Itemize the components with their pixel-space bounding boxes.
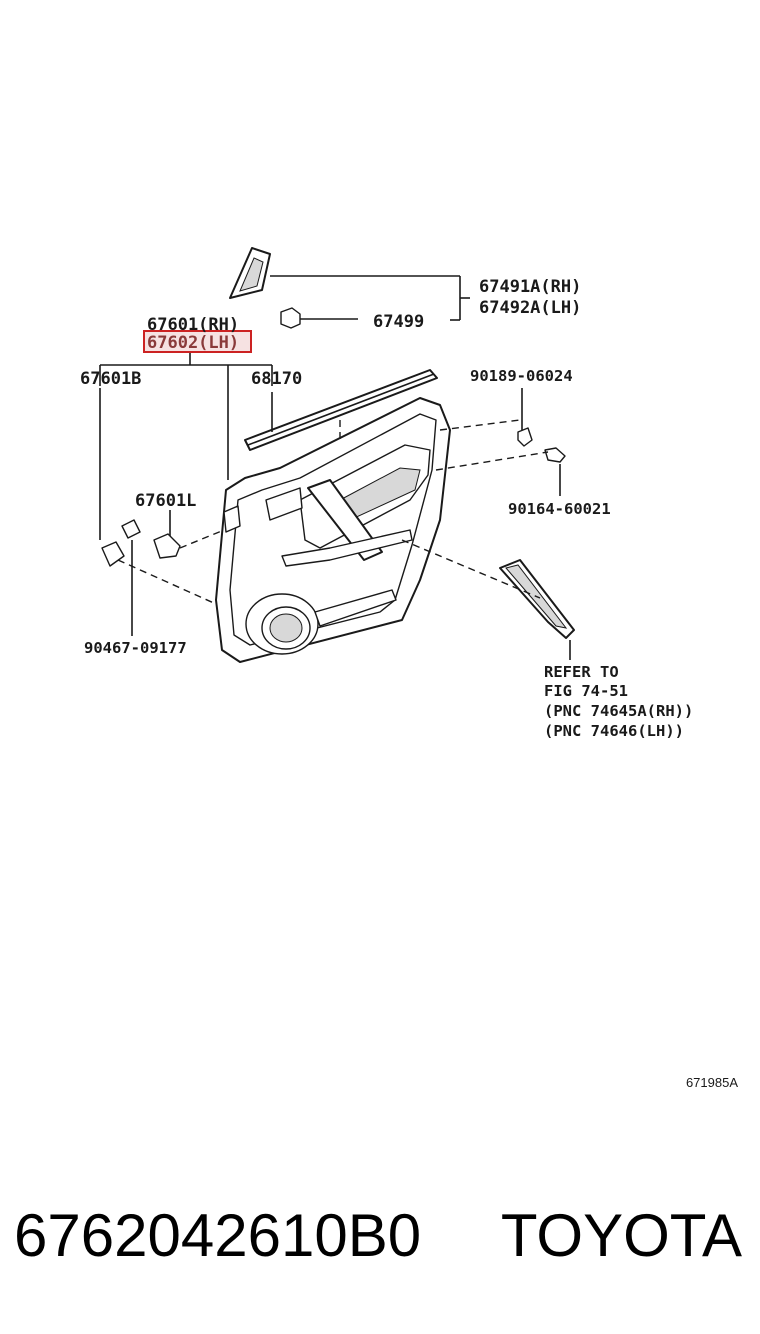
label-67601: 67601(RH)	[147, 315, 239, 335]
label-67491a: 67491A(RH)	[479, 277, 581, 297]
reference-note-line1: REFER TO	[544, 663, 619, 681]
weatherstrip-68170-part	[244, 369, 438, 451]
screw-90164-part	[544, 447, 566, 463]
highlight-box	[143, 330, 252, 353]
reference-note-line2: FIG 74-51	[544, 682, 628, 700]
footer-brand: TOYOTA	[501, 1202, 742, 1269]
clip-67601l-part	[153, 533, 181, 559]
label-67601l: 67601L	[135, 491, 196, 511]
corner-garnish-part	[229, 247, 271, 299]
screw-90189-part	[517, 388, 533, 447]
reference-note-line3: (PNC 74645A(RH))	[544, 702, 693, 720]
door-trim-panel	[215, 397, 451, 663]
label-67601b: 67601B	[80, 369, 141, 389]
assembly-dash-lines	[117, 419, 549, 605]
label-90164: 90164-60021	[508, 500, 611, 518]
label-67602: 67602(LH)	[147, 333, 239, 353]
label-90467: 90467-09177	[84, 639, 187, 657]
label-67492a: 67492A(LH)	[479, 298, 581, 318]
leader-lines	[99, 350, 571, 660]
clip-67499-part	[280, 307, 358, 329]
label-68170: 68170	[251, 369, 302, 389]
bracket-67491a	[270, 275, 470, 321]
scuff-trim-part	[499, 559, 575, 639]
footer-part-number: 6762042610B0	[14, 1202, 421, 1269]
label-67499: 67499	[373, 312, 424, 332]
reference-note-line4: (PNC 74646(LH))	[544, 722, 684, 740]
figure-id: 671985A	[686, 1075, 738, 1090]
label-90189: 90189-06024	[470, 367, 573, 385]
clip-90467-part	[101, 519, 141, 567]
